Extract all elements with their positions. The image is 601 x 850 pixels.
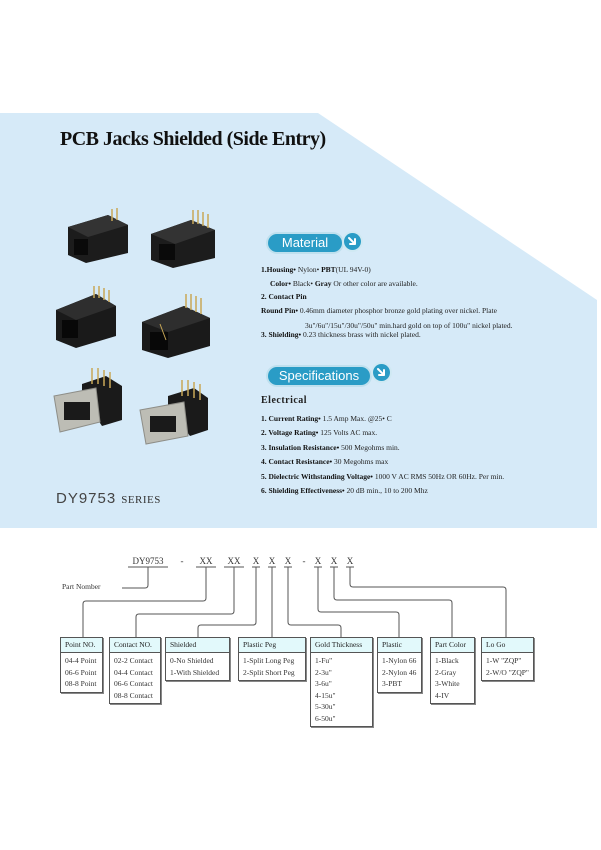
spec-item: 1. Current Rating• 1.5 Amp Max. @25• C: [261, 414, 392, 423]
pn-segment-gold: X: [284, 556, 292, 566]
option-box-part-color: Part Color 1-Black 2-Gray 3-White 4-IV: [430, 637, 475, 704]
option-item: 1-W "ZQP": [486, 656, 522, 665]
spec-item: 3. Insulation Resistance• 500 Megohms mi…: [261, 442, 400, 452]
option-item: 2-Gray: [435, 667, 457, 677]
option-item: 02-2 Contact: [114, 656, 153, 665]
pn-segment-dash2: -: [302, 556, 306, 566]
option-item: 04-4 Contact: [114, 667, 153, 677]
option-item: 6-50u": [315, 713, 336, 723]
option-item: 08-8 Point: [65, 679, 97, 688]
option-item: 04-4 Point: [65, 656, 97, 665]
option-header: Plastic Peg: [239, 638, 305, 653]
option-header: Part Color: [431, 638, 474, 653]
product-photo-2: [151, 210, 215, 268]
product-photo-5: [53, 368, 122, 433]
option-header: Shielded: [166, 638, 229, 653]
material-heading: Material: [268, 234, 342, 252]
specifications-arrow-button: [373, 364, 390, 381]
option-item: 3-6u": [315, 679, 332, 688]
option-item: 4-IV: [435, 690, 450, 700]
material-section: 1.Housing• Nylon• PBT(UL 94V-0) Color• B…: [261, 263, 513, 342]
pn-segment-peg: X: [268, 556, 276, 566]
pn-segment-plastic: X: [314, 556, 322, 566]
option-item: 2-3u": [315, 667, 332, 677]
option-header: Lo Go: [482, 638, 533, 653]
pn-segment-point: XX: [199, 556, 213, 566]
option-box-shielded: Shielded 0-No Shielded 1-With Shielded: [165, 637, 230, 681]
option-item: 3-White: [435, 679, 460, 688]
option-item: 2-Split Short Peg: [243, 667, 295, 677]
material-round-pin: Round Pin• 0.46mm diameter phosphor bron…: [261, 305, 497, 315]
material-color: Color• Black• Gray Or other color are av…: [270, 278, 418, 288]
series-label: DY9753 SERIES: [56, 490, 161, 508]
material-housing: 1.Housing• Nylon• PBT(UL 94V-0): [261, 265, 371, 274]
page-title: PCB Jacks Shielded (Side Entry): [60, 128, 326, 150]
option-item: 5-30u": [315, 702, 336, 711]
pn-segment-shielded: X: [252, 556, 260, 566]
option-item: 3-PBT: [382, 679, 403, 688]
material-arrow-button: [344, 233, 361, 250]
option-box-logo: Lo Go 1-W "ZQP" 2-W/O "ZQP": [481, 637, 534, 681]
electrical-subheading: Electrical: [261, 395, 308, 406]
option-box-point: Point NO. 04-4 Point 06-6 Point 08-8 Poi…: [60, 637, 103, 693]
series-word: SERIES: [121, 494, 161, 506]
product-photo-4: [142, 294, 210, 358]
option-item: 1-Black: [435, 656, 459, 665]
product-photo-6: [139, 380, 208, 445]
spec-item: 2. Voltage Rating• 125 Volts AC max.: [261, 428, 378, 438]
arrow-down-right-icon: [348, 237, 356, 245]
option-header: Contact NO.: [110, 638, 160, 653]
option-item: 08-8 Contact: [114, 690, 153, 700]
option-box-gold-thickness: Gold Thickness 1-Fu" 2-3u" 3-6u" 4-15u" …: [310, 637, 373, 727]
option-item: 2-Nylon 46: [382, 667, 417, 677]
option-item: 0-No Shielded: [170, 656, 214, 665]
option-item: 06-6 Contact: [114, 679, 153, 688]
pn-segment-model: DY9753: [132, 556, 164, 566]
option-item: 1-Split Long Peg: [243, 656, 295, 665]
option-item: 1-Nylon 66: [382, 656, 417, 665]
series-model: DY9753: [56, 490, 117, 507]
option-item: 1-Fu": [315, 656, 333, 665]
part-number-label: Part Nomber: [62, 582, 101, 591]
option-box-plastic-peg: Plastic Peg 1-Split Long Peg 2-Split Sho…: [238, 637, 306, 681]
pn-segment-color: X: [330, 556, 338, 566]
spec-item: 5. Dielectric Withstanding Voltage• 1000…: [261, 471, 505, 481]
material-shielding: 3. Shielding• 0.23 thickness brass with …: [261, 330, 421, 339]
option-header: Plastic: [378, 638, 421, 653]
specifications-heading: Specifications: [268, 367, 370, 385]
pn-segment-contact: XX: [227, 556, 241, 566]
arrow-down-right-icon: [377, 368, 385, 376]
spec-item: 4. Contact Resistance• 30 Megohms max: [261, 457, 389, 467]
option-item: 2-W/O "ZQP": [486, 667, 529, 677]
specifications-section: Electrical 1. Current Rating• 1.5 Amp Ma…: [261, 394, 504, 498]
product-photo-3: [56, 286, 116, 348]
option-box-contact: Contact NO. 02-2 Contact 04-4 Contact 06…: [109, 637, 161, 704]
material-round-pin-cont: 3u"/6u"/15u"/30u"/50u" min.hard gold on …: [305, 321, 513, 330]
material-contact-pin: 2. Contact Pin: [261, 292, 307, 301]
spec-item: 6. Shielding Effectiveness• 20 dB min., …: [261, 485, 428, 495]
pn-segment-dash: -: [180, 556, 184, 566]
pn-segment-logo: X: [346, 556, 354, 566]
product-photo-1: [68, 208, 128, 263]
option-item: 4-15u": [315, 690, 336, 700]
option-header: Gold Thickness: [311, 638, 372, 653]
option-item: 1-With Shielded: [170, 667, 220, 677]
option-header: Point NO.: [61, 638, 102, 653]
option-box-plastic: Plastic 1-Nylon 66 2-Nylon 46 3-PBT: [377, 637, 422, 693]
option-item: 06-6 Point: [65, 667, 97, 677]
